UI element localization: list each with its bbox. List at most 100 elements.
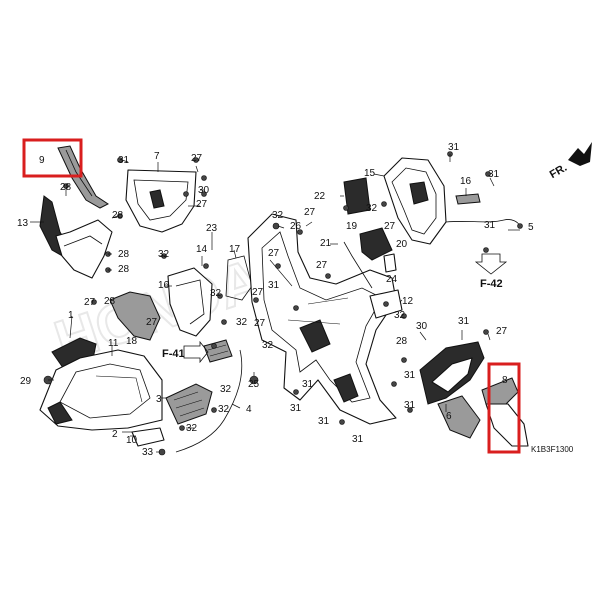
callout-2: 2 xyxy=(112,429,118,440)
callout-27: 27 xyxy=(254,318,266,329)
callout-6: 6 xyxy=(446,411,452,422)
part-10-bracket xyxy=(131,427,165,447)
callout-22: 22 xyxy=(314,191,326,202)
part-19-bracket xyxy=(359,227,393,261)
callout-32: 32 xyxy=(218,404,230,415)
callout-27: 27 xyxy=(84,297,96,308)
f42-ref-arrow xyxy=(474,253,508,275)
callout-31: 31 xyxy=(318,416,330,427)
callout-30: 30 xyxy=(416,321,428,332)
callout-32: 32 xyxy=(236,317,248,328)
callout-31: 31 xyxy=(458,316,470,327)
callout-20: 20 xyxy=(396,239,408,250)
diagram-code: K1B3F1300 xyxy=(531,445,574,454)
callout-16: 16 xyxy=(158,280,170,291)
part-11-lower-body xyxy=(39,349,163,431)
part-15-front-inner xyxy=(383,157,447,245)
callout-27: 27 xyxy=(496,326,508,337)
callout-15: 15 xyxy=(364,168,376,179)
callout-27: 27 xyxy=(146,317,158,328)
callout-9: 9 xyxy=(39,155,45,166)
callout-10: 10 xyxy=(126,435,138,446)
part-21-wire xyxy=(343,241,373,289)
callout-27: 27 xyxy=(268,248,280,259)
callout-14: 14 xyxy=(196,244,208,255)
callout-28: 28 xyxy=(104,296,116,307)
callout-7: 7 xyxy=(154,151,160,162)
part-16-connector xyxy=(455,193,481,205)
callout-31: 31 xyxy=(488,169,500,180)
highlight-box-part-9 xyxy=(22,138,83,178)
callout-32: 32 xyxy=(220,384,232,395)
leader-lines xyxy=(30,154,520,453)
callout-23: 23 xyxy=(206,223,218,234)
callout-33: 33 xyxy=(142,447,154,458)
callout-1: 1 xyxy=(68,310,74,321)
callout-31: 31 xyxy=(118,155,130,166)
part-3-switch-panel xyxy=(165,383,213,425)
callout-29: 29 xyxy=(20,376,32,387)
callout-13: 13 xyxy=(17,218,29,229)
callout-5: 5 xyxy=(528,222,534,233)
callout-27: 27 xyxy=(252,287,264,298)
callout-27: 27 xyxy=(316,260,328,271)
front-direction-arrow-icon xyxy=(568,142,592,166)
part-9-trim xyxy=(57,145,109,209)
callout-28: 28 xyxy=(396,336,408,347)
part-18-duct xyxy=(109,291,161,341)
callout-31: 31 xyxy=(290,403,302,414)
callout-21: 21 xyxy=(320,238,332,249)
callout-27: 27 xyxy=(191,153,203,164)
callout-32: 32 xyxy=(394,310,406,321)
part-4-cable xyxy=(175,349,243,453)
f41-ref-arrow xyxy=(183,340,209,364)
callouts: 9 31 7 27 30 28 27 28 13 23 28 28 14 17 … xyxy=(17,142,534,458)
callout-24: 24 xyxy=(386,274,398,285)
callout-31: 31 xyxy=(268,280,280,291)
callout-3: 3 xyxy=(156,394,162,405)
callout-31: 31 xyxy=(404,400,416,411)
callout-28: 28 xyxy=(118,249,130,260)
part-6-lower-cover xyxy=(437,395,481,439)
f41-ref-label: F-41 xyxy=(162,348,185,360)
callout-26: 26 xyxy=(290,221,302,232)
callout-17: 17 xyxy=(229,244,241,255)
callout-11: 11 xyxy=(108,338,119,349)
callout-27: 27 xyxy=(196,199,208,210)
part-24-clip xyxy=(383,253,397,273)
callout-27: 27 xyxy=(384,221,396,232)
callout-8: 8 xyxy=(502,375,508,386)
callout-4: 4 xyxy=(246,404,252,415)
callout-12: 12 xyxy=(402,296,414,307)
part-f41-switch xyxy=(203,339,233,363)
callout-19: 19 xyxy=(346,221,358,232)
callout-31: 31 xyxy=(404,370,416,381)
part-17-seal xyxy=(225,255,253,301)
callout-31: 31 xyxy=(302,379,314,390)
callout-32: 32 xyxy=(210,288,222,299)
f42-ref-label: F-42 xyxy=(480,278,503,290)
callout-16: 16 xyxy=(460,176,472,187)
callout-31: 31 xyxy=(448,142,460,153)
callout-32: 32 xyxy=(272,210,284,221)
callout-28: 28 xyxy=(118,264,130,275)
callout-31: 31 xyxy=(352,434,364,445)
part-5-cable xyxy=(445,219,523,229)
callout-32: 32 xyxy=(158,249,170,260)
callout-31: 31 xyxy=(484,220,496,231)
part-13-side-cover xyxy=(39,195,113,279)
callout-32: 32 xyxy=(186,423,198,434)
highlight-box-part-8 xyxy=(487,362,521,454)
callout-25: 25 xyxy=(248,379,260,390)
fasteners xyxy=(43,151,491,456)
callout-30: 30 xyxy=(198,185,210,196)
callout-27: 27 xyxy=(304,207,316,218)
part-7-inner-panel xyxy=(125,169,197,233)
part-30-side-panel xyxy=(419,341,485,405)
main-inner-cover xyxy=(247,213,397,425)
callout-18: 18 xyxy=(126,336,138,347)
front-direction-label: FR. xyxy=(548,162,569,181)
part-14-pocket xyxy=(167,267,213,337)
callout-28: 28 xyxy=(112,210,124,221)
